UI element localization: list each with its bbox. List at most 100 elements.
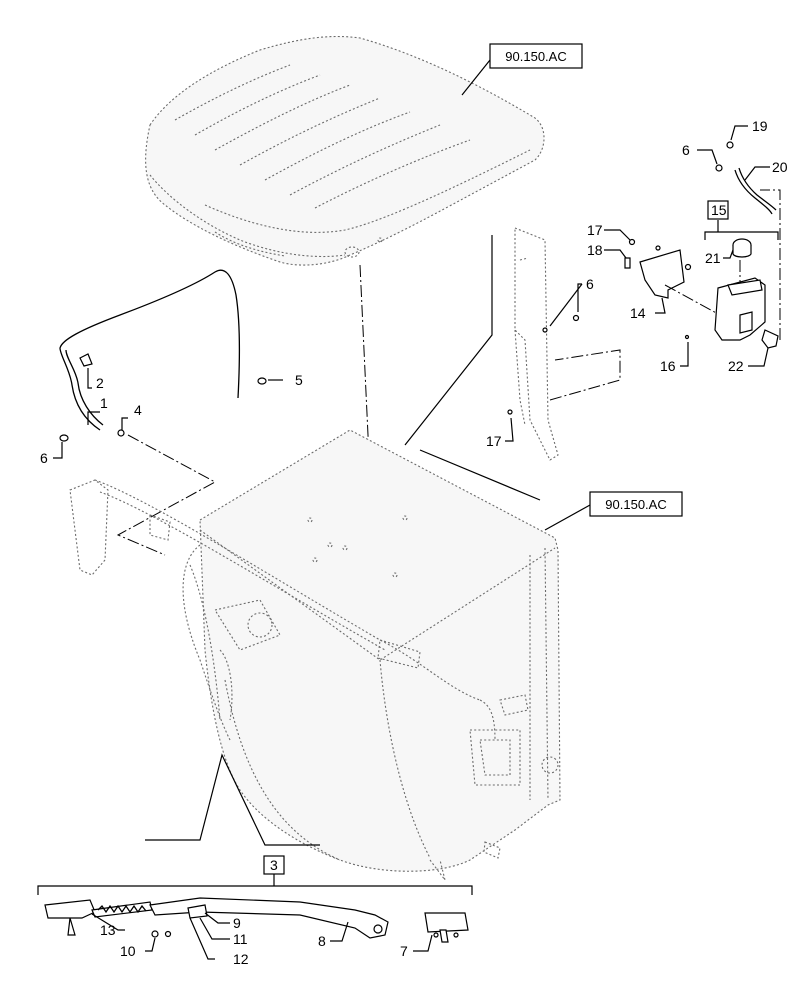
wiper-motor-bracket (44, 899, 96, 919)
leader-21 (723, 249, 734, 259)
leader-10 (145, 937, 156, 952)
bolt-upper (655, 245, 661, 251)
washer-18 (624, 257, 631, 269)
cab-ref-leader (544, 504, 591, 531)
reservoir-leader-2 (419, 449, 541, 501)
leader-6-bracket-b (549, 283, 583, 327)
leader-7 (413, 934, 433, 952)
leader-6-left (53, 442, 63, 459)
fitting-6-left (59, 434, 69, 442)
roof-assembly-ghost (145, 35, 545, 266)
washer-pump-22 (761, 329, 779, 349)
hose-clip-2 (79, 353, 93, 367)
leader-6-hose (697, 149, 718, 165)
callout-12: 12 (233, 951, 249, 967)
callout-19: 19 (752, 118, 768, 134)
wiper-switch-body (424, 912, 469, 933)
callout-5: 5 (295, 372, 303, 388)
leader-18 (604, 249, 627, 259)
wiper-link-13 (67, 917, 76, 936)
hose-fitting-5 (257, 377, 267, 385)
wiper-switch-7 (424, 912, 469, 943)
reservoir-window (739, 311, 753, 334)
callout-6-bracket: 6 (586, 276, 594, 292)
reservoir-routing-line (549, 349, 621, 401)
wiper-arm-pivot (373, 924, 383, 934)
reservoir-bracket (514, 227, 559, 461)
callout-20: 20 (772, 159, 788, 175)
reservoir-leader (404, 235, 493, 446)
callout-2: 2 (96, 375, 104, 391)
callout-6-left: 6 (40, 450, 48, 466)
callout-18: 18 (587, 242, 603, 258)
reservoir-cap-21-body (732, 245, 752, 258)
cab-ghost (69, 429, 561, 881)
fitting-19 (726, 141, 734, 149)
mounting-plate-14 (639, 249, 685, 299)
callout-4: 4 (134, 402, 142, 418)
leader-14 (655, 297, 666, 314)
bolt-right (684, 263, 692, 271)
wiper-arm-plate-9 (187, 904, 208, 919)
nut-6-bracket-b (542, 327, 548, 333)
callout-6-hose: 6 (682, 142, 690, 158)
screw-10 (151, 930, 159, 938)
leader-17-upper (604, 229, 631, 241)
callout-13: 13 (100, 922, 116, 938)
nut-6-bracket (572, 314, 580, 322)
washer-hose-inner (65, 349, 104, 426)
cab-ref-box (589, 491, 683, 517)
hose-20 (734, 169, 773, 215)
callout-box-15 (707, 200, 729, 220)
fitting-6-hose (715, 164, 723, 172)
leader-8 (330, 921, 349, 942)
callout-17-upper: 17 (587, 222, 603, 238)
wiper-switch-pin (439, 929, 449, 943)
leader-22 (748, 347, 769, 367)
wiper-arm-8 (149, 897, 389, 939)
leader-2 (87, 368, 92, 389)
leader-1 (87, 411, 100, 425)
callout-16: 16 (660, 358, 676, 374)
hose-connector-4 (117, 429, 125, 437)
callout-8: 8 (318, 933, 326, 949)
leader-13 (91, 913, 125, 931)
reservoir-stud-16 (684, 334, 690, 340)
leader-4 (121, 417, 128, 430)
leader-17-lower (505, 417, 514, 442)
callout-9: 9 (233, 915, 241, 931)
callout-7: 7 (400, 943, 408, 959)
leader-19 (730, 125, 748, 141)
hose-20-inner (738, 167, 777, 211)
wiper-arm-assembly (44, 897, 389, 939)
leader-12 (189, 917, 215, 960)
roof-ref-label: 90.150.AC (505, 49, 566, 64)
callout-14: 14 (630, 305, 646, 321)
wiper-switch-dot-a (433, 932, 439, 938)
bolt-17 (628, 238, 636, 246)
callout-21: 21 (705, 250, 721, 266)
washer-hose (59, 269, 240, 431)
wiper-spring (91, 901, 153, 918)
leader-20 (744, 166, 770, 181)
callout-1: 1 (100, 395, 108, 411)
washer-11 (164, 930, 172, 938)
wiper-switch-dot-b (453, 932, 459, 938)
callout-11: 11 (233, 931, 248, 947)
callout-22: 22 (728, 358, 744, 374)
callout-15: 15 (711, 202, 727, 218)
callout-10: 10 (120, 943, 136, 959)
callout-3: 3 (270, 857, 278, 873)
hose-routing-line (116, 434, 217, 556)
bolt-17-lower (507, 409, 513, 415)
leader-6-bracket (577, 283, 582, 312)
reservoir-group-bracket (704, 231, 779, 240)
roof-ref-box (489, 43, 583, 69)
leader-9 (204, 912, 230, 924)
leader-16 (680, 342, 689, 367)
plate-routing-line (664, 284, 721, 316)
wiper-spring-coils (97, 904, 147, 914)
wiper-group-leader (145, 753, 320, 846)
roof-centerline (359, 264, 373, 521)
